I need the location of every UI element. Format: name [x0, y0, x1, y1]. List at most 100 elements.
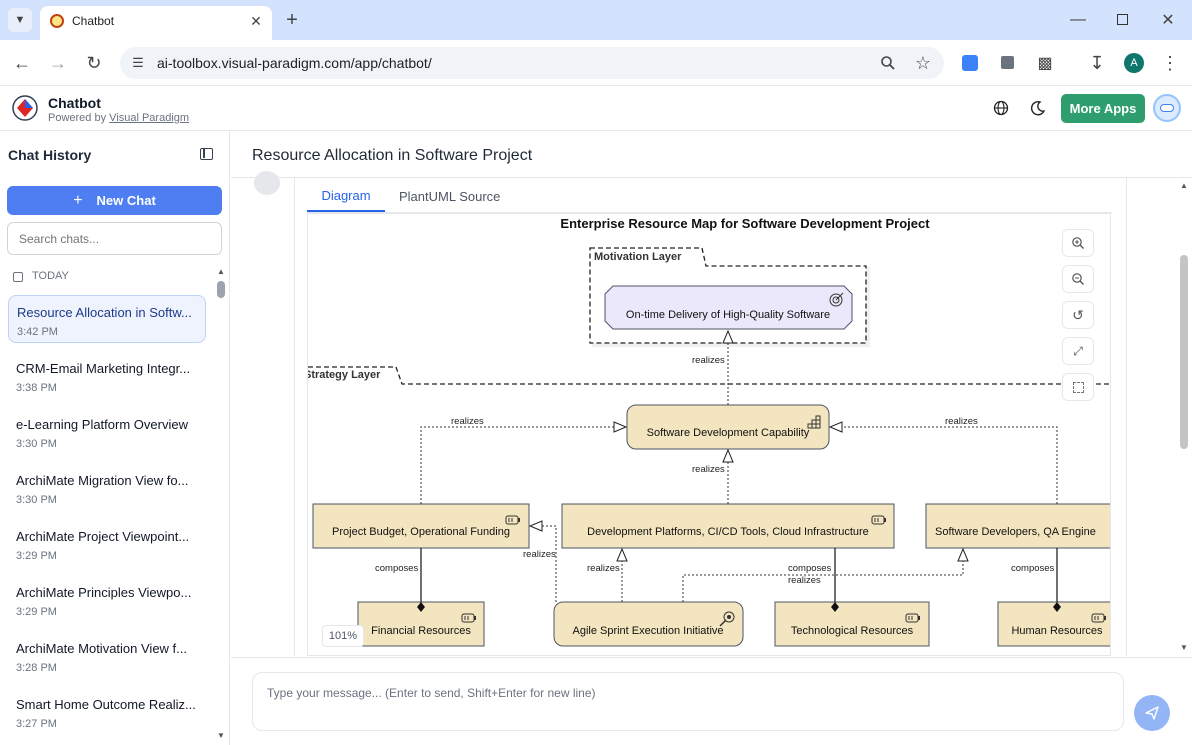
bookmark-star-icon[interactable]: ☆ — [914, 52, 932, 73]
label-realizes-5: realizes — [523, 549, 556, 560]
course-of-action-element — [553, 601, 744, 647]
fit-view-button[interactable]: ⤢ — [1062, 337, 1094, 365]
new-chat-button[interactable]: + New Chat — [7, 186, 222, 215]
main-panel: Resource Allocation in Software Project … — [231, 131, 1192, 745]
history-item[interactable]: ArchiMate Principles Viewpo... 3:29 PM — [8, 576, 206, 624]
zoom-in-icon — [1072, 237, 1084, 249]
fullscreen-button[interactable] — [1062, 373, 1094, 401]
realizes-course-budget — [530, 526, 557, 602]
tab-divider — [307, 212, 1112, 213]
reload-icon[interactable]: ↻ — [86, 52, 102, 73]
history-item-time: 3:29 PM — [16, 606, 57, 618]
back-icon[interactable]: ← — [13, 52, 31, 73]
label-composes-3: composes — [1011, 563, 1055, 574]
history-item[interactable]: CRM-Email Marketing Integr...3:38 PM — [8, 352, 206, 400]
send-button[interactable] — [1134, 695, 1170, 731]
history-item[interactable]: ArchiMate Project Viewpoint...3:29 PM — [8, 520, 206, 568]
main-scrollbar[interactable]: ▲ ▼ — [1178, 179, 1190, 657]
history-item-selected[interactable]: Resource Allocation in Softw... 3:42 PM — [8, 295, 206, 343]
calendar-icon — [13, 272, 23, 282]
new-tab-icon[interactable]: + — [286, 8, 298, 31]
zoom-out-icon — [1072, 273, 1084, 285]
platforms-battery-icon — [871, 515, 886, 525]
dark-mode-moon-icon[interactable] — [1030, 100, 1046, 116]
platforms-label: Development Platforms, CI/CD Tools, Clou… — [587, 526, 869, 538]
history-item-title: ArchiMate Principles Viewpo... — [16, 585, 192, 600]
diagram-card — [294, 178, 1127, 656]
zoom-search-icon[interactable] — [880, 55, 896, 71]
tab-close-icon[interactable]: ✕ — [250, 12, 262, 29]
tab-diagram[interactable]: Diagram — [307, 188, 385, 212]
diagram-viewport[interactable]: Enterprise Resource Map for Software Dev… — [307, 213, 1111, 656]
url-text[interactable]: ai-toolbox.visual-paradigm.com/app/chatb… — [157, 55, 432, 71]
tab-plantuml-source[interactable]: PlantUML Source — [399, 189, 501, 204]
zoom-out-button[interactable] — [1062, 265, 1094, 293]
main-scroll-down-icon[interactable]: ▼ — [1180, 643, 1188, 652]
scroll-down-arrow-icon[interactable]: ▼ — [217, 731, 225, 740]
history-item[interactable]: ArchiMate Motivation View f...3:28 PM — [8, 632, 206, 680]
sidebar-scrollbar[interactable]: ▲ ▼ — [216, 267, 226, 740]
maximize-icon[interactable] — [1117, 14, 1128, 25]
browser-menu-icon[interactable]: ⋮ — [1161, 52, 1179, 73]
fit-expand-icon: ⤢ — [1073, 343, 1083, 358]
powered-by-text: Powered by Visual Paradigm — [48, 112, 189, 124]
reset-icon: ↺ — [1072, 306, 1084, 323]
site-info-icon[interactable]: ☰ — [132, 55, 144, 70]
history-item-time: 3:42 PM — [17, 326, 58, 338]
history-item-title: Resource Allocation in Softw... — [17, 305, 192, 320]
assistant-avatar — [254, 171, 280, 195]
reset-view-button[interactable]: ↺ — [1062, 301, 1094, 329]
minimize-icon[interactable]: — — [1070, 11, 1086, 28]
message-input[interactable]: Type your message... (Enter to send, Shi… — [252, 672, 1124, 731]
sidebar-scroll-thumb[interactable] — [217, 281, 225, 298]
app-logo-icon — [12, 95, 38, 121]
history-item-time: 3:30 PM — [16, 438, 57, 450]
history-item[interactable]: ArchiMate Migration View fo...3:30 PM — [8, 464, 206, 512]
browser-tab[interactable]: Chatbot ✕ — [40, 6, 272, 40]
input-divider — [231, 657, 1192, 658]
main-scroll-up-icon[interactable]: ▲ — [1180, 181, 1188, 190]
history-item-time: 3:30 PM — [16, 494, 57, 506]
zoom-in-button[interactable] — [1062, 229, 1094, 257]
favicon-icon — [50, 14, 64, 28]
visual-paradigm-link[interactable]: Visual Paradigm — [109, 112, 190, 124]
new-chat-label: New Chat — [96, 193, 156, 208]
bot-avatar-icon[interactable] — [1153, 94, 1181, 122]
capability-label: Software Development Capability — [647, 427, 810, 439]
extension-icon-2[interactable] — [1001, 56, 1014, 69]
send-plane-icon — [1145, 706, 1159, 720]
app-name: Chatbot — [48, 95, 101, 111]
history-item-time: 3:28 PM — [16, 662, 57, 674]
extension-icon-1[interactable] — [962, 55, 978, 71]
developers-label: Software Developers, QA Engine — [935, 526, 1096, 538]
search-chats-input[interactable] — [7, 222, 222, 255]
scroll-up-arrow-icon[interactable]: ▲ — [217, 267, 225, 276]
label-realizes-1: realizes — [692, 355, 725, 366]
address-bar[interactable]: ☰ ai-toolbox.visual-paradigm.com/app/cha… — [120, 47, 944, 79]
human-label: Human Resources — [1011, 625, 1103, 637]
tech-label: Technological Resources — [791, 625, 914, 637]
extensions-puzzle-icon[interactable]: ▩ — [1037, 55, 1053, 72]
main-scroll-thumb[interactable] — [1180, 255, 1188, 449]
goal-label: On-time Delivery of High-Quality Softwar… — [626, 309, 830, 321]
history-item[interactable]: e-Learning Platform Overview 3:30 PM — [8, 408, 206, 456]
language-globe-icon[interactable] — [993, 100, 1009, 116]
chat-history-sidebar: Chat History + New Chat TODAY Resource A… — [0, 131, 230, 745]
forward-icon[interactable]: → — [49, 52, 67, 73]
financial-label: Financial Resources — [371, 625, 471, 637]
downloads-icon[interactable]: ↧ — [1089, 52, 1105, 73]
plus-icon: + — [73, 191, 83, 209]
label-realizes-7: realizes — [788, 575, 821, 586]
more-apps-button[interactable]: More Apps — [1061, 94, 1145, 123]
history-item-time: 3:38 PM — [16, 382, 57, 394]
label-realizes-2: realizes — [451, 416, 484, 427]
collapse-sidebar-icon[interactable] — [200, 148, 213, 160]
history-item-title: e-Learning Platform Overview — [16, 417, 188, 432]
tab-list-chevron-icon[interactable]: ▼ — [8, 8, 32, 32]
history-item-time: 3:27 PM — [16, 718, 57, 730]
history-item[interactable]: Smart Home Outcome Realiz...3:27 PM — [8, 688, 206, 736]
window-close-icon[interactable]: ✕ — [1161, 12, 1175, 29]
profile-avatar[interactable]: A — [1124, 53, 1144, 73]
motivation-layer-label: Motivation Layer — [594, 251, 682, 263]
platforms-resource — [561, 503, 895, 549]
